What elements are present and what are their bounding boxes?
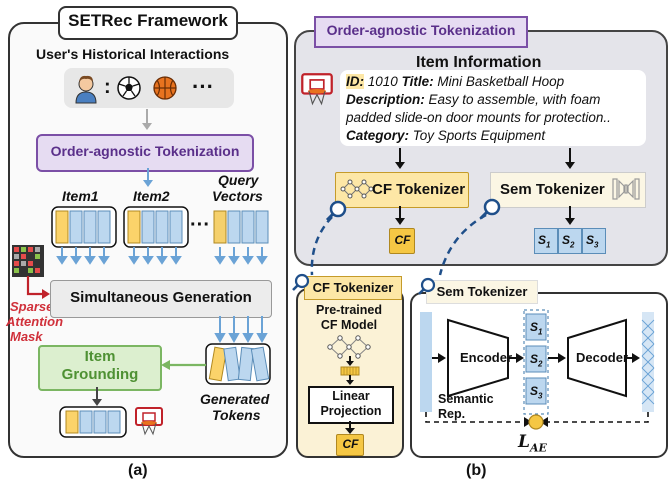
cf-detail-token-label: CF xyxy=(342,437,359,451)
query-label-2: Vectors xyxy=(212,188,263,204)
generated-label-2: Tokens xyxy=(212,407,261,423)
cf-model-graph-icon xyxy=(327,335,371,359)
soccer-ball-icon xyxy=(117,76,141,100)
desc-value-1: Easy to assemble, with foam xyxy=(428,92,601,107)
pretrained-label-1: Pre-trained xyxy=(316,303,382,317)
item1-label: Item1 xyxy=(62,188,99,204)
right-header-box xyxy=(314,16,528,48)
grounding-label-1: Item xyxy=(84,348,116,365)
history-colon: : xyxy=(104,76,111,98)
sparse-attention-mask-icon xyxy=(12,245,44,277)
token-dots: ··· xyxy=(190,214,210,236)
autoencoder-diagram xyxy=(420,309,655,430)
sparse-mask-arrow xyxy=(26,276,50,299)
arrow-grounding-down xyxy=(92,387,102,406)
id-value: 1010 xyxy=(367,74,398,89)
item-info-card xyxy=(340,70,646,146)
arrows-generation-out xyxy=(214,316,268,344)
cf-tokenizer-label: CF Tokenizer xyxy=(372,181,466,198)
s3-token xyxy=(582,228,606,254)
right-header: Order-agnostic Tokenization xyxy=(326,22,516,38)
s2-token xyxy=(558,228,582,254)
right-top-panel xyxy=(294,30,668,266)
item-desc-line1: Description: Easy to assemble, with foam xyxy=(346,92,600,107)
cf-detail-arrows xyxy=(340,356,360,385)
item-info-title: Item Information xyxy=(416,54,542,71)
arrow-tokenization-down xyxy=(143,168,153,187)
right-caption: (b) xyxy=(466,462,487,479)
arrow-tokens-to-grounding xyxy=(161,360,206,370)
generation-label: Simultaneous Generation xyxy=(70,289,252,306)
title-value: Mini Basketball Hoop xyxy=(437,74,565,89)
output-item-tokens xyxy=(59,406,127,438)
left-caption: (a) xyxy=(128,462,148,479)
cf-token xyxy=(389,228,415,254)
semantic-tokens: S1 S2 S3 xyxy=(534,228,608,254)
generation-box xyxy=(50,280,272,318)
generated-label-1: Generated xyxy=(200,391,270,407)
cf-detail-magnifier-icon xyxy=(292,273,310,291)
grounding-label-2: Grounding xyxy=(61,366,139,383)
sem-detail-title: Sem Tokenizer xyxy=(436,284,528,299)
history-ellipsis: ··· xyxy=(192,74,214,99)
tokenization-box xyxy=(36,134,254,172)
user-avatar-icon xyxy=(75,75,97,104)
cf-detail-token xyxy=(336,434,364,456)
desc-key: Description: xyxy=(346,92,425,107)
cf-detail-title-box xyxy=(304,276,402,300)
cf-token-label: CF xyxy=(394,233,411,247)
historical-label: User's Historical Interactions xyxy=(36,46,230,62)
encoder-label: Encoder xyxy=(460,350,513,365)
sparse-label-2: Attention xyxy=(6,314,64,329)
generated-tokens xyxy=(205,343,271,385)
query-label-1: Query xyxy=(218,172,259,188)
decoder-label: Decoder xyxy=(576,350,629,365)
pretrained-label-2: CF Model xyxy=(320,318,378,332)
zoom-links xyxy=(310,198,501,276)
sem-tokenizer-label: Sem Tokenizer xyxy=(500,181,605,198)
s1-label: S1 xyxy=(538,233,551,250)
arrows-tokenizers-to-tokens xyxy=(395,206,575,225)
arrows-info-to-tokenizers xyxy=(395,148,575,169)
id-key: ID: xyxy=(346,74,364,89)
s2-label: S2 xyxy=(562,233,575,250)
item-id-line: ID: 1010 Title: Mini Basketball Hoop xyxy=(346,74,564,89)
desc-value-2: padded slide-on door mounts for protecti… xyxy=(346,110,611,125)
sem-detail-title-box xyxy=(426,280,538,304)
left-title-box xyxy=(58,6,238,40)
item2-label: Item2 xyxy=(133,188,170,204)
basketball-icon xyxy=(153,76,177,100)
cf-graph-icon xyxy=(340,179,374,199)
left-title: SETRec Framework xyxy=(68,11,228,30)
category-value: Toy Sports Equipment xyxy=(412,128,546,143)
loss-label: LAE xyxy=(518,432,547,455)
category-key: Category: xyxy=(346,128,410,143)
sem-detail-magnifier-icon xyxy=(418,277,436,295)
sparse-label-1: Sparse xyxy=(10,299,54,314)
semantic-rep-label-2: Rep. xyxy=(438,407,466,421)
autoencoder-icon xyxy=(612,178,640,200)
sem-s1-label: S1 xyxy=(530,320,543,337)
linear-label-2: Projection xyxy=(320,404,382,418)
semantic-rep-label-1: Semantic xyxy=(438,392,494,406)
sparse-label-3: Mask xyxy=(10,329,43,344)
item-hoop-icon xyxy=(301,73,333,106)
linear-label-1: Linear xyxy=(332,389,370,403)
sem-s3-label: S3 xyxy=(530,384,543,401)
basketball-hoop-icon xyxy=(135,407,163,436)
arrow-linear-to-cf xyxy=(345,421,355,434)
item-category-line: Category: Toy Sports Equipment xyxy=(346,128,545,143)
sem-tokenizer-box xyxy=(490,172,646,208)
s1-token xyxy=(534,228,558,254)
title-key: Title: xyxy=(401,74,434,89)
sem-s2-label: S2 xyxy=(530,352,543,369)
arrow-history-to-tokenization xyxy=(142,109,152,130)
tokenization-label: Order-agnostic Tokenization xyxy=(50,143,240,159)
input-token-groups xyxy=(51,206,269,265)
grounding-box xyxy=(38,345,162,391)
cf-detail-title: CF Tokenizer xyxy=(312,280,394,295)
s3-label: S3 xyxy=(586,233,599,250)
